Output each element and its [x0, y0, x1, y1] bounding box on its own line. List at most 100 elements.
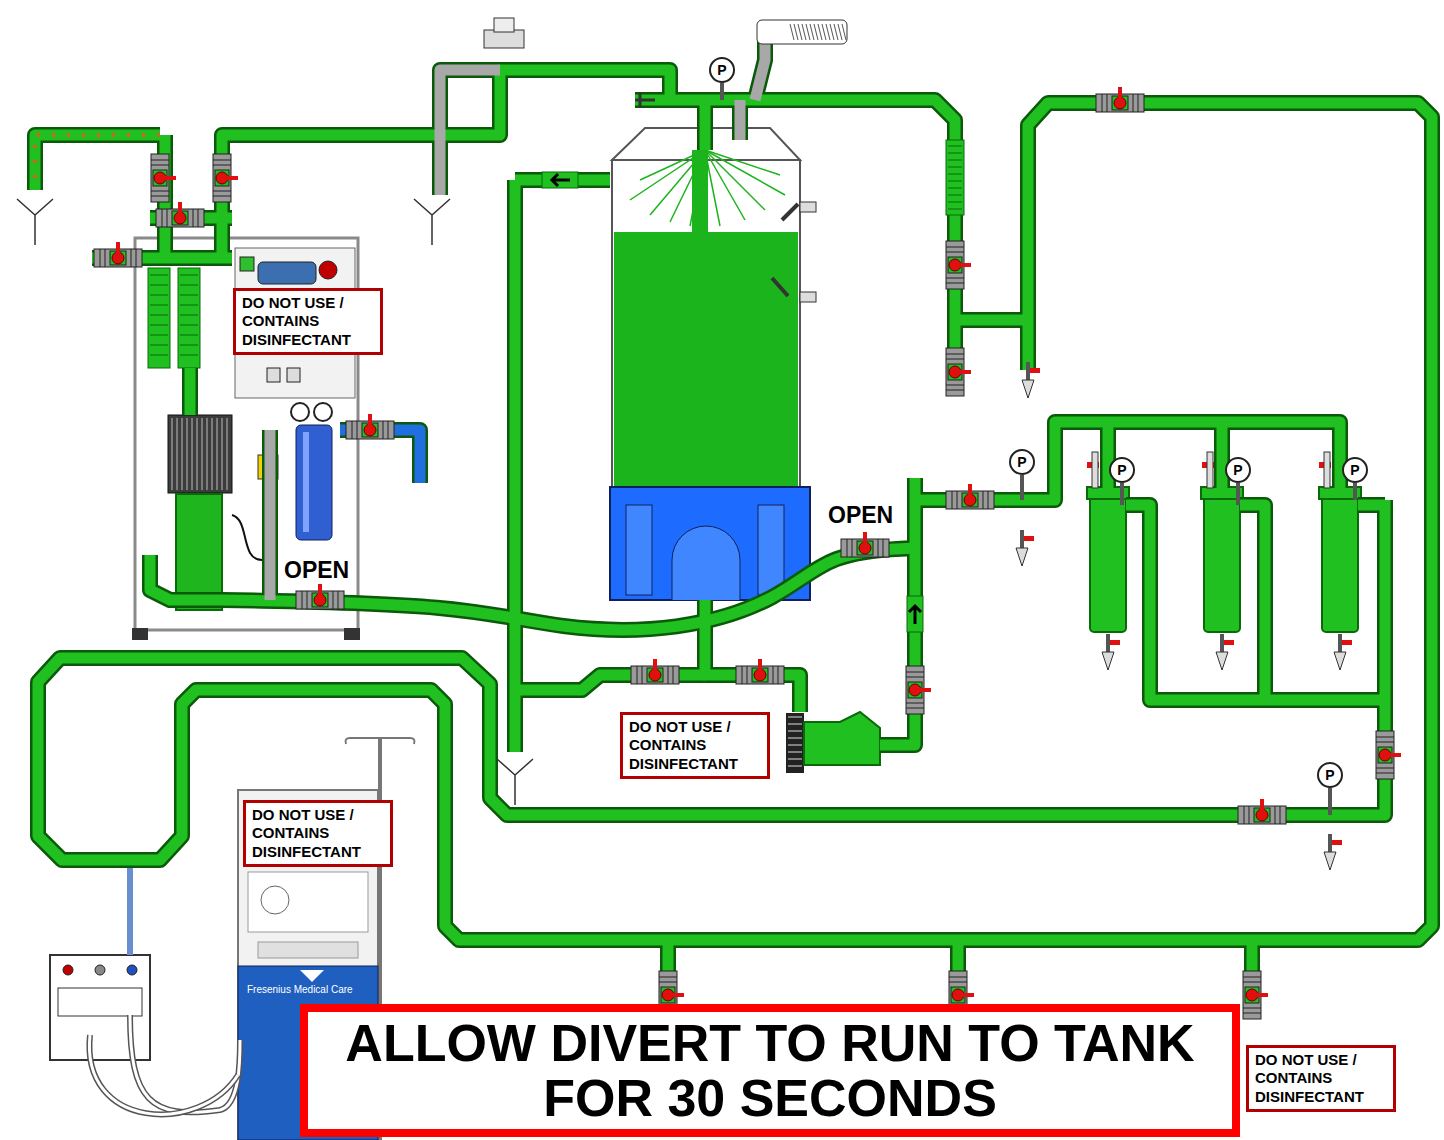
sample-port: [1216, 652, 1228, 670]
flowmeter: [946, 140, 964, 215]
ball-valve: [94, 242, 142, 267]
spray-line: [670, 150, 705, 222]
carbon-rib: [192, 418, 193, 490]
drain-symbol: [497, 759, 533, 805]
membrane-rib: [150, 295, 168, 296]
valve-rib: [1243, 1008, 1261, 1009]
level-probe: [772, 278, 788, 296]
carbon-rib: [207, 418, 208, 490]
carbon-rib: [227, 418, 228, 490]
membrane-rib: [150, 315, 168, 316]
pipe-outline: [1244, 940, 1260, 1018]
membrane-rib: [150, 345, 168, 346]
pipe: [185, 368, 196, 415]
node-text: P: [1325, 767, 1334, 783]
membrane-rib: [150, 355, 168, 356]
warning-tag: DO NOT USE / CONTAINS DISINFECTANT: [243, 800, 393, 867]
carbon-rib: [182, 418, 183, 490]
pipe: [35, 135, 160, 190]
flowmeter-tick: [948, 160, 962, 161]
hose-inner: [89, 1035, 238, 1114]
valve-rib: [988, 491, 989, 509]
sample-tap: [635, 92, 655, 108]
flowmeter-tick: [948, 181, 962, 182]
ball-valve: [946, 348, 971, 396]
pipe-outline: [262, 430, 278, 600]
valve-rib: [949, 977, 967, 978]
membrane-rib: [180, 335, 198, 336]
hose-inner: [130, 1015, 240, 1112]
drain-dots: [35, 135, 160, 190]
valve-lever: [1260, 799, 1264, 811]
node-text: P: [1233, 462, 1242, 478]
node-text: P: [1017, 454, 1026, 470]
gauge-stem: [1120, 483, 1124, 505]
vent-mesh: [790, 24, 794, 40]
pipe: [735, 100, 746, 140]
valve-lever: [758, 659, 762, 671]
valve-rib: [307, 591, 308, 609]
carbon-rib: [197, 418, 198, 490]
pipe: [1126, 505, 1385, 700]
sample-port: [1102, 652, 1114, 670]
pipe: [1217, 422, 1228, 488]
valve-rib: [193, 209, 194, 227]
valve-rib: [1376, 768, 1394, 769]
outlet-box: [50, 955, 150, 1060]
prefilter: [296, 425, 332, 540]
valve-lever: [962, 993, 974, 997]
flow-indicator: [542, 172, 578, 188]
port-handle: [1224, 640, 1234, 645]
node-text: P: [717, 62, 726, 78]
valve-state-label: OPEN: [282, 557, 351, 584]
motor-fin: [788, 745, 802, 746]
pipe-outline: [507, 180, 523, 752]
membrane-rib: [180, 295, 198, 296]
valve-rib: [952, 491, 953, 509]
power-cord: [232, 515, 262, 560]
pipe-outline: [697, 100, 713, 150]
warning-tag: DO NOT USE / CONTAINS DISINFECTANT: [1246, 1045, 1396, 1112]
pipe-outline: [955, 312, 1028, 328]
supply-tube: [127, 868, 133, 955]
warning-tag: DO NOT USE / CONTAINS DISINFECTANT: [233, 288, 383, 355]
carbon-filter: [168, 415, 232, 493]
membrane-rib: [180, 345, 198, 346]
pump-body: [804, 712, 880, 765]
sample-port: [1016, 548, 1028, 566]
vent-mesh: [802, 24, 806, 40]
node-text: DO NOT USE / CONTAINS DISINFECTANT: [629, 718, 761, 773]
valve-lever: [959, 370, 971, 374]
pipe: [265, 430, 276, 600]
vent-mesh: [818, 24, 822, 40]
valve-rib: [946, 278, 964, 279]
spray-line: [705, 150, 780, 175]
ball-valve: [841, 532, 889, 557]
vent-mesh: [826, 24, 830, 40]
carbon-rib: [177, 418, 178, 490]
pressure-gauge: P: [1342, 457, 1368, 483]
spray-line: [705, 150, 720, 226]
pipe: [222, 70, 670, 255]
pipe: [1358, 500, 1385, 511]
flow-arrow: [552, 174, 570, 186]
valve-rib: [100, 249, 101, 267]
ball-valve: [346, 414, 394, 439]
machine-controls: [258, 942, 358, 958]
sample-port: [1022, 380, 1034, 398]
display: [258, 262, 316, 284]
flowmeter-tick: [948, 209, 962, 210]
valve-rib: [1275, 806, 1276, 824]
node-text: DO NOT USE / CONTAINS DISINFECTANT: [1255, 1051, 1387, 1106]
hose: [89, 1035, 238, 1114]
gauge-dial: [291, 403, 309, 421]
status-light: [240, 257, 254, 271]
carbon-rib: [212, 418, 213, 490]
valve-rib: [946, 252, 964, 253]
vent-mesh: [806, 24, 810, 40]
valve-rib: [213, 191, 231, 192]
valve-rib: [383, 421, 384, 439]
stand-recess: [758, 505, 784, 595]
valve-rib: [1102, 94, 1103, 112]
